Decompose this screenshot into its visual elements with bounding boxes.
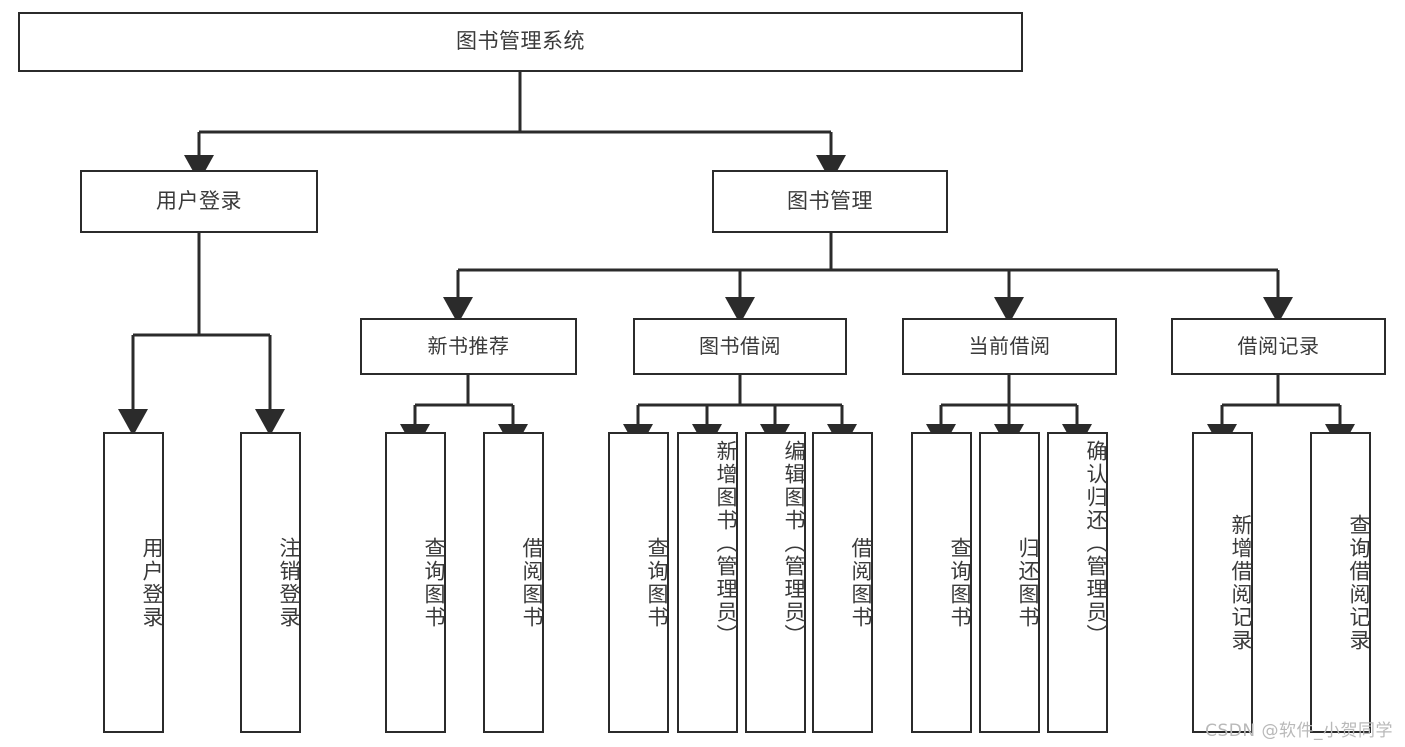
leaf-text-wrap: 用户登录 bbox=[105, 434, 164, 731]
node-leaf-query-book-2-label: 查询图书 bbox=[645, 536, 669, 629]
node-leaf-add-book-label: 新增图书（管理员） bbox=[714, 440, 738, 647]
node-root[interactable]: 图书管理系统 bbox=[18, 12, 1023, 72]
node-leaf-query-book-3[interactable]: 查询图书 bbox=[911, 432, 972, 733]
leaf-text-wrap: 注销登录 bbox=[242, 434, 301, 731]
node-leaf-logout-login[interactable]: 注销登录 bbox=[240, 432, 301, 733]
node-borrow-record[interactable]: 借阅记录 bbox=[1171, 318, 1386, 375]
node-leaf-add-book[interactable]: 新增图书（管理员） bbox=[677, 432, 738, 733]
node-leaf-borrow-book-2-label: 借阅图书 bbox=[849, 536, 873, 629]
leaf-text-wrap: 归还图书 bbox=[981, 434, 1040, 731]
node-leaf-borrow-book-1-label: 借阅图书 bbox=[520, 536, 544, 629]
node-leaf-add-record[interactable]: 新增借阅记录 bbox=[1192, 432, 1253, 733]
node-leaf-borrow-book-1[interactable]: 借阅图书 bbox=[483, 432, 544, 733]
leaf-text-wrap: 查询图书 bbox=[387, 434, 446, 731]
node-leaf-query-book-1[interactable]: 查询图书 bbox=[385, 432, 446, 733]
leaf-text-wrap: 查询图书 bbox=[913, 434, 972, 731]
node-leaf-return-book-label: 归还图书 bbox=[1016, 536, 1040, 629]
node-leaf-confirm-return-label: 确认归还（管理员） bbox=[1084, 440, 1108, 647]
node-book-manage-label: 图书管理 bbox=[787, 188, 873, 213]
node-leaf-query-record-label: 查询借阅记录 bbox=[1347, 513, 1371, 652]
node-leaf-user-login[interactable]: 用户登录 bbox=[103, 432, 164, 733]
leaf-text-wrap: 查询借阅记录 bbox=[1312, 434, 1371, 731]
node-user-login-label: 用户登录 bbox=[156, 188, 242, 213]
node-new-book-recommend-label: 新书推荐 bbox=[427, 334, 510, 359]
node-root-label: 图书管理系统 bbox=[456, 29, 585, 54]
node-book-borrow[interactable]: 图书借阅 bbox=[633, 318, 847, 375]
node-user-login[interactable]: 用户登录 bbox=[80, 170, 318, 233]
node-leaf-return-book[interactable]: 归还图书 bbox=[979, 432, 1040, 733]
node-leaf-borrow-book-2[interactable]: 借阅图书 bbox=[812, 432, 873, 733]
node-leaf-query-book-3-label: 查询图书 bbox=[948, 536, 972, 629]
node-leaf-add-record-label: 新增借阅记录 bbox=[1229, 513, 1253, 652]
leaf-text-wrap: 新增图书（管理员） bbox=[679, 434, 738, 737]
watermark-text: CSDN @软件_小贺同学 bbox=[1205, 721, 1393, 741]
leaf-text-wrap: 查询图书 bbox=[610, 434, 669, 731]
node-leaf-query-book-2[interactable]: 查询图书 bbox=[608, 432, 669, 733]
node-leaf-query-book-1-label: 查询图书 bbox=[422, 536, 446, 629]
node-leaf-confirm-return[interactable]: 确认归还（管理员） bbox=[1047, 432, 1108, 733]
node-leaf-edit-book[interactable]: 编辑图书（管理员） bbox=[745, 432, 806, 733]
node-leaf-query-record[interactable]: 查询借阅记录 bbox=[1310, 432, 1371, 733]
node-book-borrow-label: 图书借阅 bbox=[699, 334, 781, 359]
leaf-text-wrap: 新增借阅记录 bbox=[1194, 434, 1253, 731]
node-current-borrow[interactable]: 当前借阅 bbox=[902, 318, 1117, 375]
node-current-borrow-label: 当前借阅 bbox=[968, 334, 1051, 359]
node-new-book-recommend[interactable]: 新书推荐 bbox=[360, 318, 577, 375]
node-leaf-edit-book-label: 编辑图书（管理员） bbox=[782, 440, 806, 647]
node-leaf-logout-login-label: 注销登录 bbox=[277, 536, 301, 629]
leaf-text-wrap: 编辑图书（管理员） bbox=[747, 434, 806, 737]
leaf-text-wrap: 借阅图书 bbox=[814, 434, 873, 731]
leaf-text-wrap: 确认归还（管理员） bbox=[1049, 434, 1108, 737]
node-book-manage[interactable]: 图书管理 bbox=[712, 170, 948, 233]
node-borrow-record-label: 借阅记录 bbox=[1237, 334, 1320, 359]
node-leaf-user-login-label: 用户登录 bbox=[140, 536, 164, 629]
leaf-text-wrap: 借阅图书 bbox=[485, 434, 544, 731]
